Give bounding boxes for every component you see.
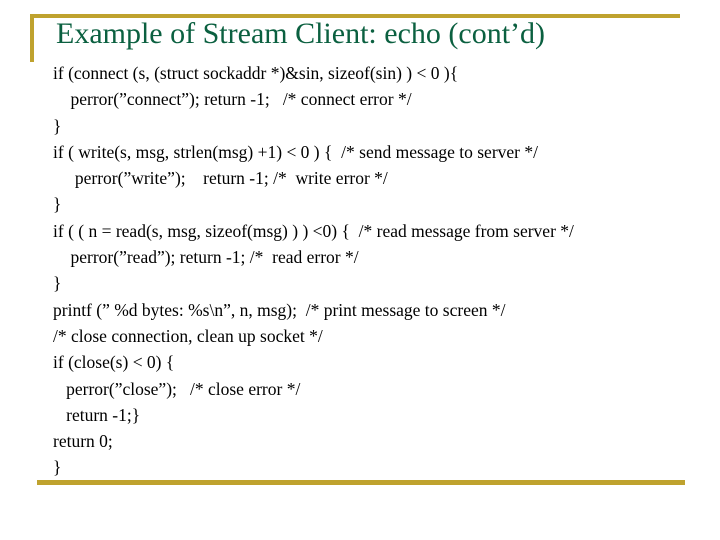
footer-rule <box>37 480 685 485</box>
code-block: if (connect (s, (struct sockaddr *)&sin,… <box>53 60 703 481</box>
line-connect-perror: perror(”connect”); return -1; /* connect… <box>53 89 412 110</box>
line-write-if: if ( write(s, msg, strlen(msg) +1) < 0 )… <box>53 141 538 162</box>
line-comment-close: /* close connection, clean up socket */ <box>53 325 323 346</box>
line-connect-if: if (connect (s, (struct sockaddr *)&sin,… <box>53 63 459 83</box>
line-write-perror: perror(”write”); return -1; /* write err… <box>53 168 388 189</box>
line-close-return: return -1;} <box>53 404 141 425</box>
line-read-if: if ( ( n = read(s, msg, sizeof(msg) ) ) … <box>53 220 574 241</box>
line-read-perror: perror(”read”); return -1; /* read error… <box>53 247 359 268</box>
line-return-zero: return 0; <box>53 431 113 452</box>
line-read-close: } <box>53 273 62 294</box>
line-printf: printf (” %d bytes: %s\n”, n, msg); /* p… <box>53 299 506 320</box>
title-left-rule <box>30 14 34 62</box>
line-write-close: } <box>53 194 62 215</box>
line-close-if: if (close(s) < 0) { <box>53 352 175 373</box>
line-connect-close: } <box>53 115 62 136</box>
line-func-close: } <box>53 457 62 478</box>
line-close-perror: perror(”close”); /* close error */ <box>53 378 301 399</box>
title-top-rule <box>30 14 680 18</box>
slide-title: Example of Stream Client: echo (cont’d) <box>56 17 546 50</box>
